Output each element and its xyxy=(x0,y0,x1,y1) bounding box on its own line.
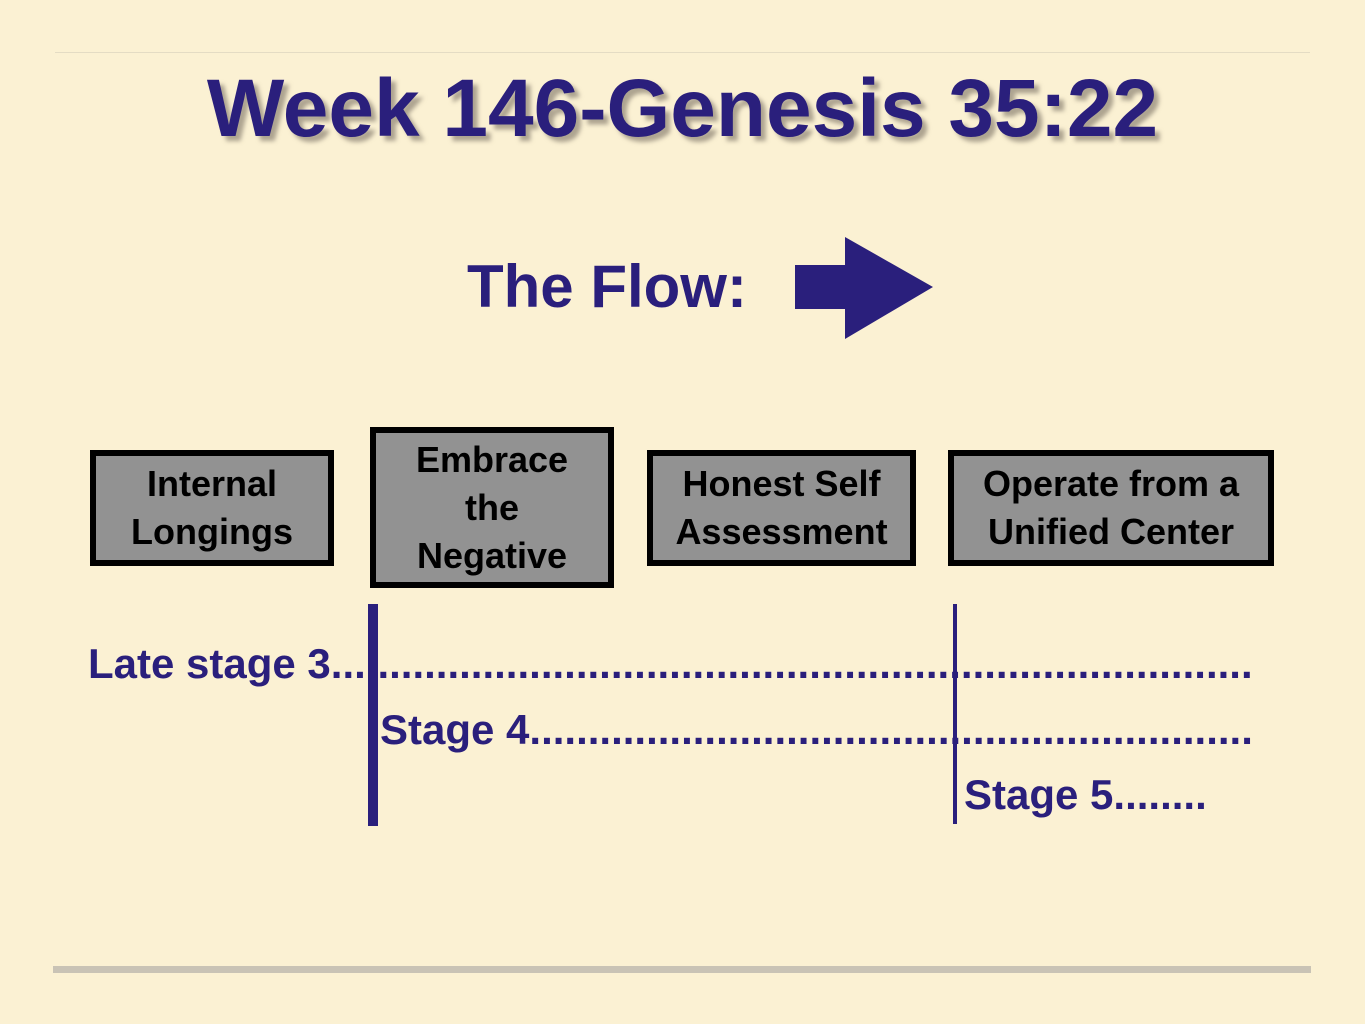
box-honest-self-assessment: Honest Self Assessment xyxy=(647,450,916,566)
box-label: Operate from a Unified Center xyxy=(982,463,1240,552)
stage-divider-left xyxy=(368,604,378,826)
box-label: Honest Self Assessment xyxy=(675,463,888,552)
box-label: Embrace the Negative xyxy=(415,438,569,576)
right-arrow-icon xyxy=(795,237,933,339)
flow-label: The Flow: xyxy=(467,253,747,320)
stage-late-3: Late stage 3............................… xyxy=(88,640,1253,687)
stage-5: Stage 5........ xyxy=(964,771,1207,818)
box-operate-from-unified-center: Operate from a Unified Center xyxy=(948,450,1274,566)
box-internal-longings: Internal Longings xyxy=(90,450,334,566)
box-embrace-the-negative: Embrace the Negative xyxy=(370,427,614,588)
stage-4: Stage 4.................................… xyxy=(380,706,1252,753)
box-label: Internal Longings xyxy=(131,463,293,552)
slide-title: Week 146-Genesis 35:22 xyxy=(206,63,1159,154)
bottom-divider xyxy=(53,966,1311,973)
stage-divider-right xyxy=(953,604,957,824)
top-divider xyxy=(55,52,1310,53)
